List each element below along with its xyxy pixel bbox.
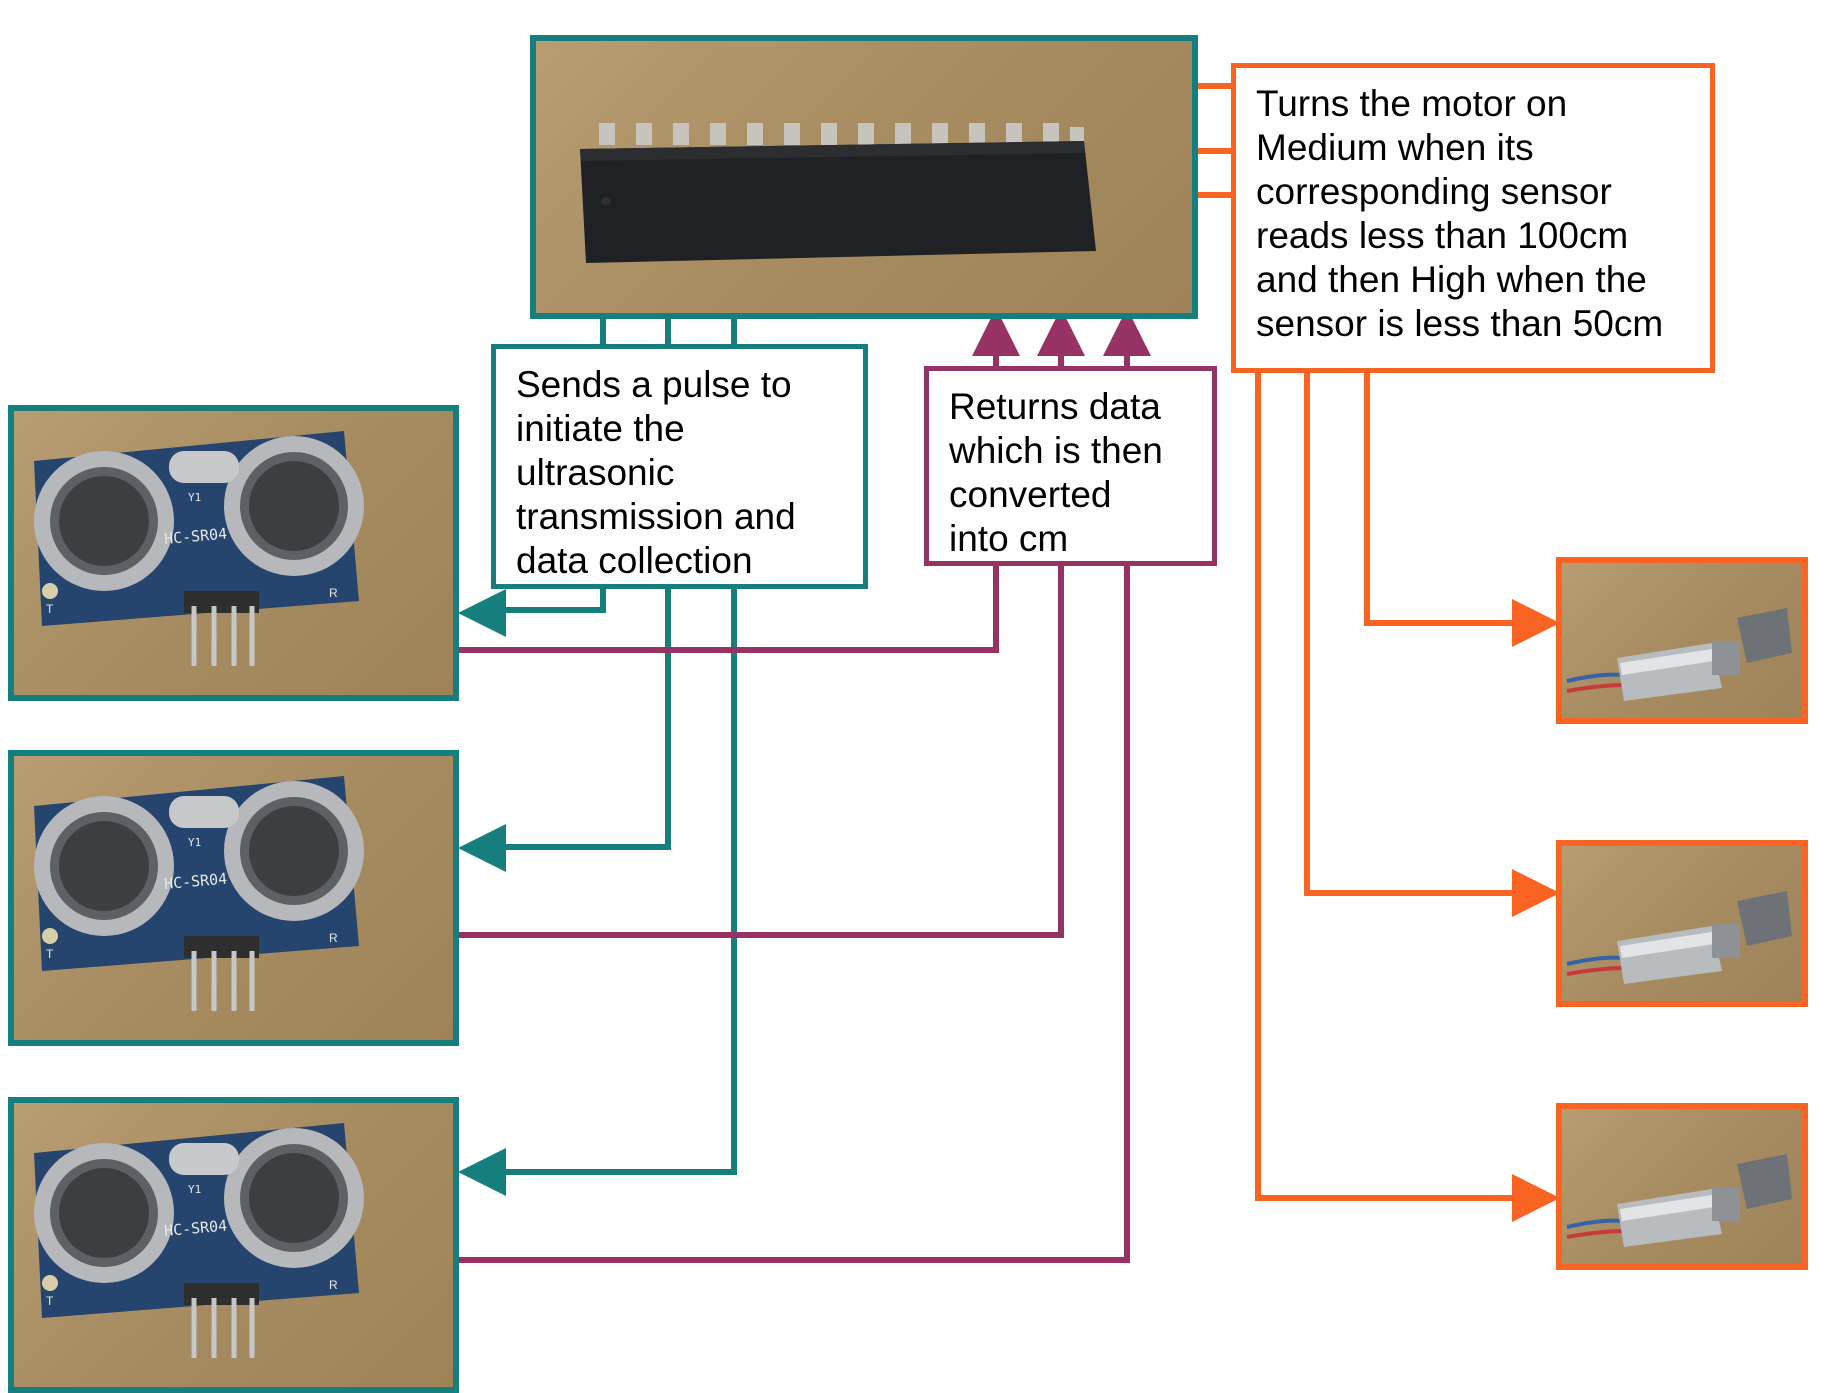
sensor-r-label: R bbox=[329, 931, 338, 945]
ultrasonic-sensor-photo-3: Y1 HC-SR04 T R bbox=[8, 1097, 459, 1393]
motor-line-4: reads less than 100cm bbox=[1256, 215, 1629, 256]
ultrasonic-sensor-photo-2: Y1 HC-SR04 T R bbox=[8, 750, 459, 1046]
sensor-crystal-label: Y1 bbox=[188, 836, 201, 849]
arrowhead-sensor-1 bbox=[458, 589, 506, 637]
vibration-motor-photo-1 bbox=[1556, 557, 1808, 724]
motor-wire-1 bbox=[1364, 370, 1512, 626]
arrowhead-motor-2 bbox=[1512, 869, 1560, 917]
sensor-model-label: HC-SR04 bbox=[163, 870, 228, 893]
arrowhead-motor-3 bbox=[1512, 1174, 1560, 1222]
trigger-line-2: initiate the bbox=[516, 408, 685, 449]
motor-line-5: and then High when the bbox=[1256, 259, 1647, 300]
trigger-description-box: Sends a pulse to initiate the ultrasonic… bbox=[491, 344, 868, 589]
arrowhead-motor-1 bbox=[1512, 599, 1560, 647]
microcontroller-photo bbox=[530, 35, 1198, 319]
motor-wire-2 bbox=[1304, 370, 1512, 896]
arrowhead-sensor-2 bbox=[458, 824, 506, 872]
trigger-line-1: Sends a pulse to bbox=[516, 364, 792, 405]
sensor-model-label: HC-SR04 bbox=[163, 525, 228, 548]
echo-line-1: Returns data bbox=[949, 386, 1161, 427]
ultrasonic-sensor-photo-1: Y1 HC-SR04 T R bbox=[8, 405, 459, 701]
motor-wire-3 bbox=[1255, 370, 1512, 1201]
echo-line-3: converted bbox=[949, 474, 1112, 515]
trigger-line-3: ultrasonic bbox=[516, 452, 675, 493]
echo-line-2: which is then bbox=[949, 430, 1163, 471]
vibration-motor-photo-3 bbox=[1556, 1103, 1808, 1270]
motor-line-3: corresponding sensor bbox=[1256, 171, 1612, 212]
arrowhead-chip-1 bbox=[972, 308, 1020, 356]
sensor-crystal-label: Y1 bbox=[188, 1183, 201, 1196]
sensor-t-label: T bbox=[46, 602, 54, 616]
trigger-line-5: data collection bbox=[516, 540, 753, 581]
motor-line-2: Medium when its bbox=[1256, 127, 1534, 168]
sensor-t-label: T bbox=[46, 1294, 54, 1308]
trigger-wire-3 bbox=[506, 318, 737, 1175]
arrowhead-chip-3 bbox=[1103, 308, 1151, 356]
echo-line-4: into cm bbox=[949, 518, 1069, 559]
trigger-line-4: transmission and bbox=[516, 496, 796, 537]
arrowhead-chip-2 bbox=[1037, 308, 1085, 356]
sensor-crystal-label: Y1 bbox=[188, 491, 201, 504]
echo-description-box: Returns data which is then converted int… bbox=[924, 366, 1217, 566]
motor-description-box: Turns the motor on Medium when its corre… bbox=[1231, 63, 1715, 373]
motor-line-1: Turns the motor on bbox=[1256, 83, 1568, 124]
motor-line-6: sensor is less than 50cm bbox=[1256, 303, 1664, 344]
sensor-t-label: T bbox=[46, 947, 54, 961]
sensor-model-label: HC-SR04 bbox=[163, 1217, 228, 1240]
echo-wire-3 bbox=[455, 355, 1130, 1263]
sensor-r-label: R bbox=[329, 586, 338, 600]
vibration-motor-photo-2 bbox=[1556, 840, 1808, 1007]
sensor-r-label: R bbox=[329, 1278, 338, 1292]
arrowhead-sensor-3 bbox=[458, 1148, 506, 1196]
